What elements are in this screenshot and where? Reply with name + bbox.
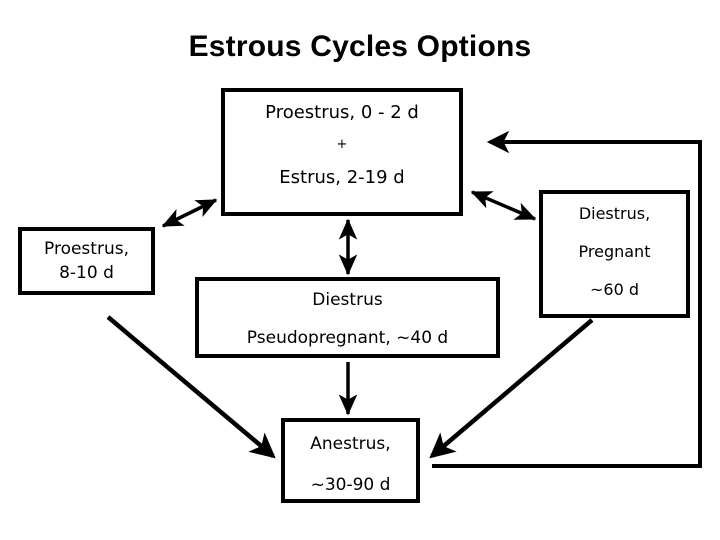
arrow-proestrus-estrus-to-diestrus-pregnant (470, 190, 537, 221)
node-proestrus-estrus[interactable]: Proestrus, 0 - 2 d + Estrus, 2-19 d (221, 88, 463, 216)
arrow-proestrus-to-proestrus-estrus (161, 198, 218, 228)
node-proestrus-estrus-plus: + (336, 137, 348, 152)
node-diestrus-pseudopregnant[interactable]: Diestrus Pseudopregnant, ~40 d (195, 277, 500, 358)
node-proestrus-estrus-line3: Estrus, 2-19 d (279, 167, 405, 188)
node-diestrus-pregnant-line3: ~60 d (589, 280, 639, 299)
node-anestrus-line1: Anestrus, (310, 434, 391, 454)
node-proestrus-line1: Proestrus, (44, 238, 129, 259)
node-diestrus-pseudopregnant-line1: Diestrus (312, 290, 383, 310)
node-diestrus-pregnant[interactable]: Diestrus, Pregnant ~60 d (539, 190, 690, 318)
node-diestrus-pregnant-line2: Pregnant (578, 242, 651, 261)
node-diestrus-pregnant-line1: Diestrus, (578, 204, 651, 223)
node-diestrus-pseudopregnant-line2: Pseudopregnant, ~40 d (246, 328, 449, 348)
node-proestrus-line2: 8-10 d (59, 262, 114, 283)
node-anestrus[interactable]: Anestrus, ~30-90 d (281, 418, 420, 503)
node-proestrus-estrus-line1: Proestrus, 0 - 2 d (265, 102, 419, 123)
node-anestrus-line2: ~30-90 d (310, 475, 391, 495)
page-title: Estrous Cycles Options (188, 30, 532, 63)
node-proestrus[interactable]: Proestrus, 8-10 d (18, 227, 155, 295)
